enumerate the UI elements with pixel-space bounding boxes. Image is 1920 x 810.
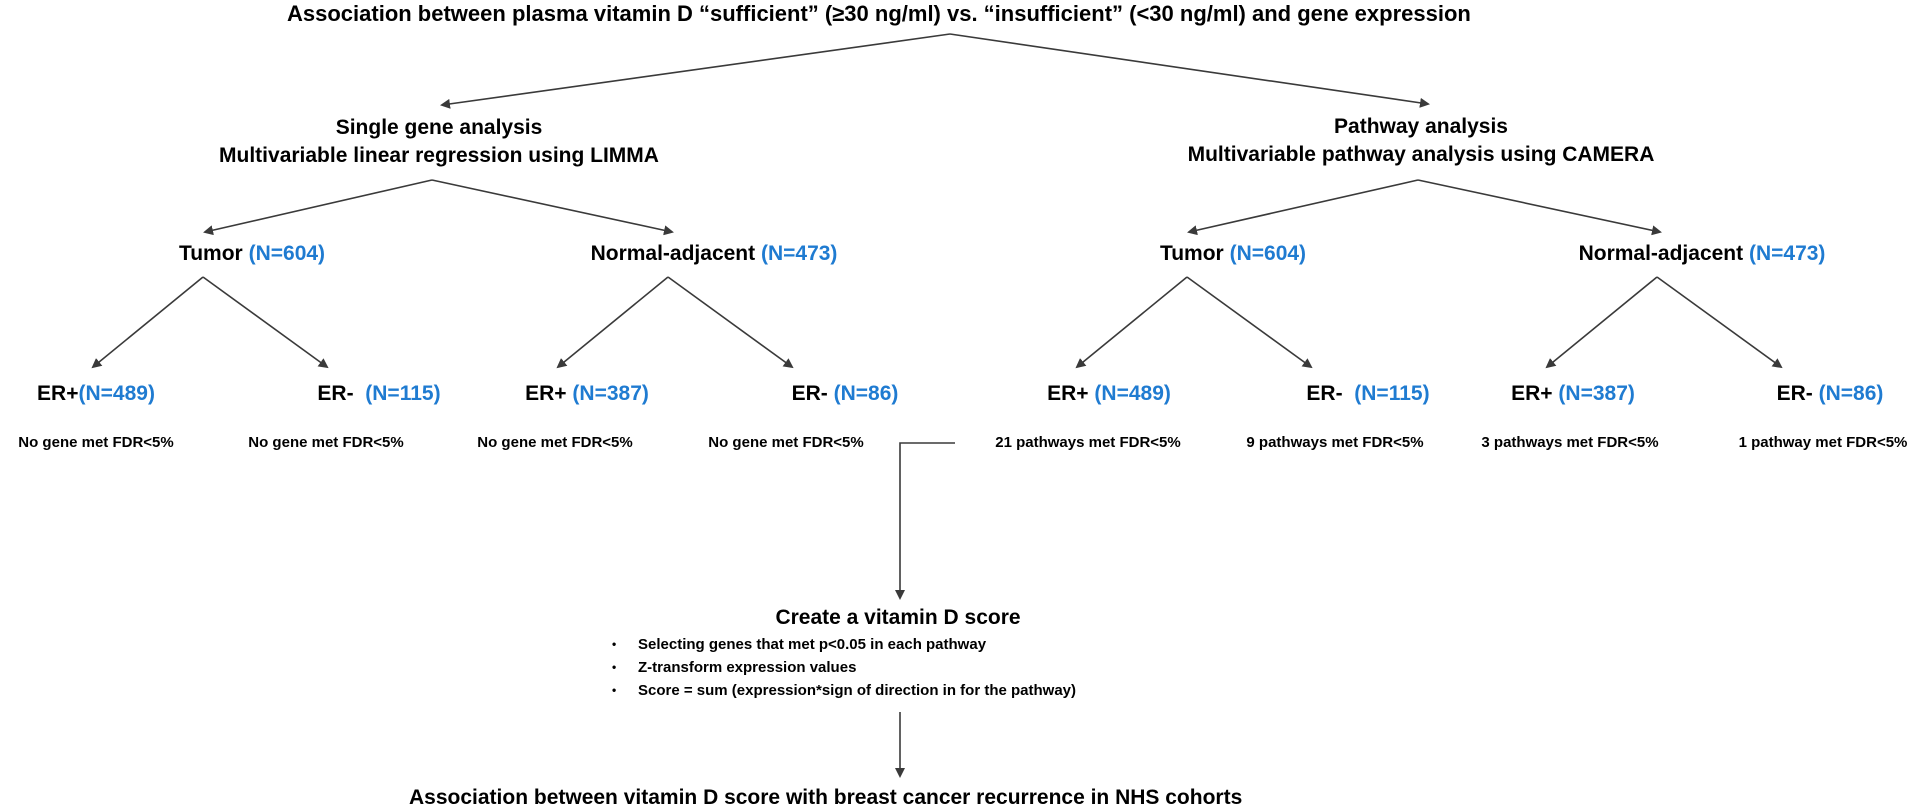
- right-tumor-erpos-result: 21 pathways met FDR<5%: [995, 434, 1181, 451]
- sample-count: (N=86): [1818, 382, 1884, 405]
- limma-method-label: Multivariable linear regression using LI…: [219, 144, 659, 167]
- er-label: ER-: [791, 382, 828, 405]
- arrow-pathway-to-normal: [1417, 179, 1662, 236]
- right-normal-erpos-result: 3 pathways met FDR<5%: [1481, 434, 1659, 451]
- list-item: Selecting genes that met p<0.05 in each …: [612, 633, 1076, 656]
- er-label: ER+: [525, 382, 567, 405]
- arrow-r-normal-erpos: [1545, 276, 1658, 369]
- er-label: ER+: [37, 382, 79, 405]
- sample-count: (N=489): [78, 382, 155, 405]
- left-normal-erpos-node: ER+ (N=387): [525, 382, 649, 406]
- er-label: ER-: [1306, 382, 1343, 405]
- left-normal-erpos-result: No gene met FDR<5%: [477, 434, 633, 451]
- right-normal-erpos-node: ER+ (N=387): [1511, 382, 1635, 406]
- sample-count: (N=489): [1094, 382, 1171, 405]
- sample-count: (N=387): [1558, 382, 1635, 405]
- sample-count: (N=115): [365, 382, 441, 405]
- group-label: Tumor: [178, 242, 243, 265]
- right-tumor-erpos-node: ER+ (N=489): [1047, 382, 1171, 406]
- sample-count: (N=604): [1229, 242, 1307, 265]
- arrow-single-to-tumor: [203, 179, 433, 236]
- sample-count: (N=115): [1354, 382, 1430, 405]
- sample-count: (N=387): [572, 382, 649, 405]
- left-tumor-node: Tumor (N=604): [179, 242, 325, 266]
- er-label: ER-: [1776, 382, 1813, 405]
- sample-count: (N=473): [1748, 242, 1826, 265]
- sample-count: (N=86): [833, 382, 899, 405]
- arrow-l-normal-erneg: [667, 276, 794, 369]
- list-item: Z-transform expression values: [612, 656, 1076, 679]
- left-normal-node: Normal-adjacent (N=473): [591, 242, 838, 266]
- right-normal-node: Normal-adjacent (N=473): [1579, 242, 1826, 266]
- sample-count: (N=604): [248, 242, 326, 265]
- left-tumor-erpos-node: ER+(N=489): [37, 382, 155, 406]
- left-tumor-erpos-result: No gene met FDR<5%: [18, 434, 174, 451]
- right-normal-erneg-result: 1 pathway met FDR<5%: [1738, 434, 1908, 451]
- arrow-l-tumor-erpos: [91, 276, 204, 369]
- arrow-l-normal-erpos: [556, 276, 669, 369]
- group-label: Normal-adjacent: [590, 242, 756, 265]
- arrow-pathways-to-score: [895, 442, 955, 600]
- arrow-title-to-pathway: [949, 33, 1430, 108]
- right-tumor-erneg-result: 9 pathways met FDR<5%: [1246, 434, 1424, 451]
- arrow-r-tumor-erpos: [1075, 276, 1188, 369]
- pathway-analysis-title: Pathway analysis: [1334, 115, 1508, 138]
- left-normal-erneg-node: ER- (N=86): [792, 382, 899, 406]
- vitamin-d-score-title: Create a vitamin D score: [775, 606, 1021, 629]
- arrow-single-to-normal: [431, 179, 674, 236]
- er-label: ER+: [1047, 382, 1089, 405]
- camera-method-label: Multivariable pathway analysis using CAM…: [1187, 143, 1655, 166]
- arrow-title-to-single-gene: [440, 33, 951, 109]
- arrow-r-tumor-erneg: [1186, 276, 1313, 369]
- right-tumor-node: Tumor (N=604): [1160, 242, 1306, 266]
- list-item: Score = sum (expression*sign of directio…: [612, 679, 1076, 702]
- arrow-pathway-to-tumor: [1187, 179, 1419, 236]
- left-tumor-erneg-result: No gene met FDR<5%: [248, 434, 404, 451]
- arrow-r-normal-erneg: [1656, 276, 1783, 369]
- final-outcome: Association between vitamin D score with…: [409, 786, 1243, 809]
- arrow-l-tumor-erneg: [202, 276, 329, 369]
- right-tumor-erneg-node: ER- (N=115): [1306, 382, 1429, 406]
- left-tumor-erneg-node: ER- (N=115): [317, 382, 440, 406]
- group-label: Normal-adjacent: [1578, 242, 1744, 265]
- er-label: ER+: [1511, 382, 1553, 405]
- er-label: ER-: [317, 382, 354, 405]
- diagram-title: Association between plasma vitamin D “su…: [287, 1, 1471, 26]
- sample-count: (N=473): [760, 242, 838, 265]
- right-normal-erneg-node: ER- (N=86): [1777, 382, 1884, 406]
- single-gene-analysis-title: Single gene analysis: [335, 116, 543, 139]
- single-gene-analysis-header: Single gene analysis Multivariable linea…: [219, 114, 659, 170]
- left-normal-erneg-result: No gene met FDR<5%: [708, 434, 864, 451]
- pathway-analysis-header: Pathway analysis Multivariable pathway a…: [1188, 113, 1655, 169]
- group-label: Tumor: [1159, 242, 1224, 265]
- score-steps-list: Selecting genes that met p<0.05 in each …: [612, 633, 1076, 702]
